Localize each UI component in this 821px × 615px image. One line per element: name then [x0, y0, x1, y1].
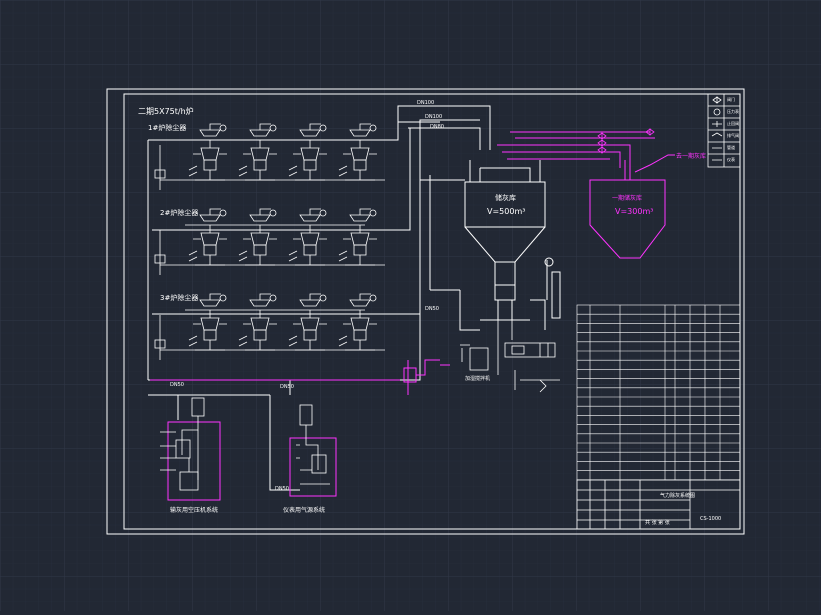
to-first-phase-label: 去一期灰库: [676, 152, 706, 160]
row-label-2: 2#炉除尘器: [160, 208, 198, 217]
svg-text:压力表: 压力表: [727, 108, 739, 114]
silo-auxiliary-equipment: [460, 320, 560, 393]
main-ash-silo: [459, 160, 561, 331]
svg-text:排气阀: 排气阀: [727, 132, 739, 138]
title-block: [576, 479, 741, 530]
svg-text:仪表: 仪表: [727, 156, 735, 162]
svg-text:DN50: DN50: [275, 486, 289, 492]
dust-collector-unit: [288, 293, 327, 351]
legend-text: 阀门 压力表 止回阀 排气阀 管道 仪表: [727, 96, 739, 162]
svg-text:DN100: DN100: [425, 114, 442, 120]
dust-collector-unit: [288, 123, 327, 181]
dust-collector-unit: [188, 123, 227, 181]
outer-frame: [106, 88, 745, 535]
row-label-3: 3#炉除尘器: [160, 293, 198, 302]
svg-text:DN100: DN100: [417, 100, 434, 106]
svg-text:止回阀: 止回阀: [727, 120, 739, 126]
compressor-left-label: 输灰用空压机系统: [170, 506, 218, 514]
compressor-right-label: 仪表用气源系统: [283, 506, 325, 514]
legend-table: [707, 93, 741, 168]
compressor-left: [160, 397, 221, 501]
svg-text:DN80: DN80: [430, 124, 444, 130]
svg-text:DN50: DN50: [280, 384, 294, 390]
svg-text:DN50: DN50: [425, 306, 439, 312]
equipment-list-table: [576, 304, 741, 481]
compressor-right: [289, 404, 337, 497]
drawing-title: 气力除灰系统图: [660, 492, 695, 499]
second-silo-name: 一期储灰库: [612, 194, 642, 202]
magenta-valves: [597, 128, 655, 154]
sheet-number: 共 张 第 张: [645, 519, 670, 526]
main-silo-name: 储灰库: [495, 193, 516, 202]
svg-text:阀门: 阀门: [727, 96, 735, 102]
second-silo-volume: V=300m³: [615, 207, 653, 216]
svg-text:DN50: DN50: [170, 382, 184, 388]
dust-collector-unit: [338, 293, 377, 351]
svg-text:管道: 管道: [727, 144, 735, 150]
conveying-pipes: [147, 105, 491, 491]
system-title: 二期5X75t/h炉: [138, 106, 194, 116]
drawing-number: CS-1000: [700, 516, 721, 522]
device-caption: 加湿搅拌机: [465, 375, 490, 382]
row-label-1: 1#炉除尘器: [148, 123, 186, 132]
pipe-tags: DN100 DN100 DN80 DN50 DN50 DN50 DN50: [170, 100, 444, 492]
first-phase-silo: [150, 131, 675, 395]
dust-collector-groups: [154, 123, 385, 360]
main-silo-volume: V=500m³: [487, 207, 525, 216]
